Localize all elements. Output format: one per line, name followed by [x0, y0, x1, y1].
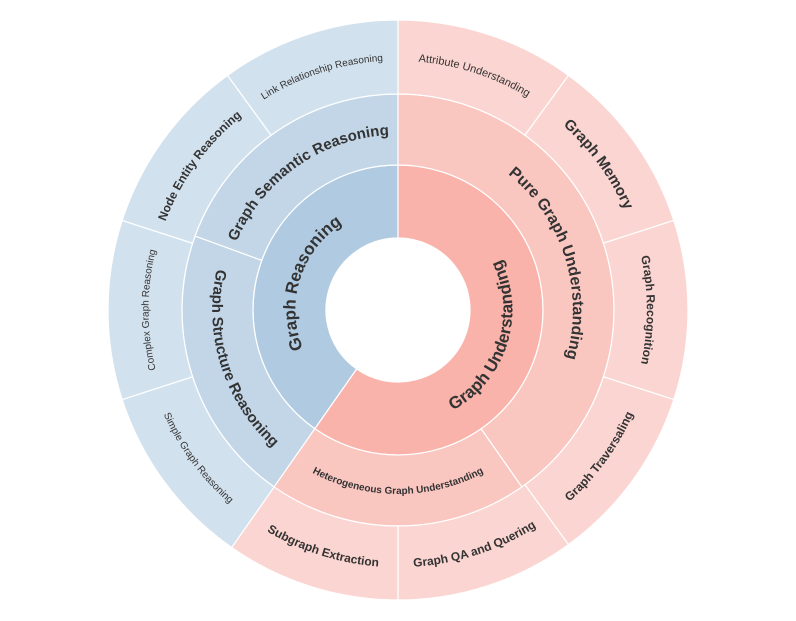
link-relationship-reasoning-segment: [226, 19, 399, 137]
center-hole: [326, 238, 470, 382]
graph-recognition-label: Graph Recognition: [638, 254, 658, 366]
segments-layer: [107, 19, 689, 601]
